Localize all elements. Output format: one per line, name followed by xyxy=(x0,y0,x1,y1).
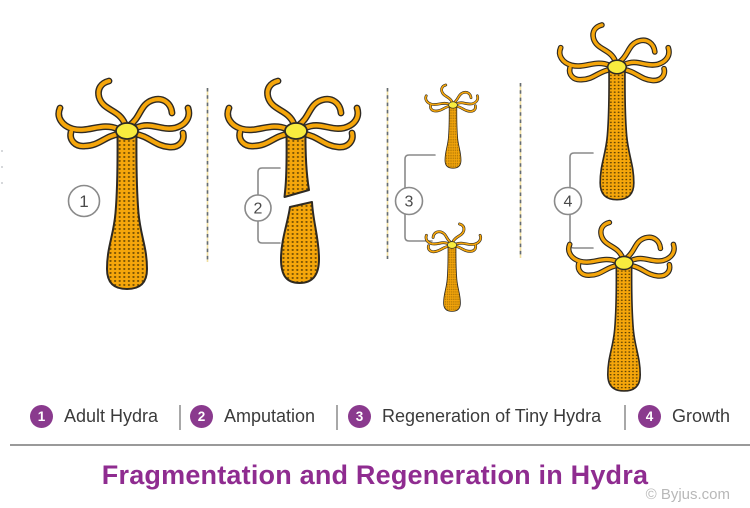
legend-item-amputation: 2 Amputation xyxy=(190,405,315,428)
legend-item-regeneration: 3 Regeneration of Tiny Hydra xyxy=(348,405,601,428)
adult-hydra-illustration xyxy=(59,81,189,289)
horizontal-rule xyxy=(10,444,750,446)
tiny-hydra-bottom xyxy=(426,224,481,311)
amputated-hydra-bottom xyxy=(280,201,320,284)
stage-marker-2: 2 xyxy=(244,194,272,222)
stage-marker-3: 3 xyxy=(394,186,424,216)
stage-3-badge-icon: 3 xyxy=(348,405,371,428)
stage-marker-number: 3 xyxy=(405,194,414,211)
legend-divider xyxy=(624,405,626,430)
stage-marker-number: 1 xyxy=(79,192,88,211)
byjus-watermark: © Byjus.com xyxy=(645,486,730,503)
legend-label: Growth xyxy=(672,406,731,426)
stage-marker-number: 2 xyxy=(254,201,263,218)
stage-2-badge-icon: 2 xyxy=(190,405,213,428)
legend-divider xyxy=(179,405,181,430)
legend-label: Regeneration of Tiny Hydra xyxy=(382,406,602,426)
legend-item-adult-hydra: 1 Adult Hydra xyxy=(30,405,158,428)
stage-marker-number: 4 xyxy=(564,194,573,211)
legend-divider xyxy=(336,405,338,430)
legend-label: Amputation xyxy=(224,406,316,426)
page-title: Fragmentation and Regeneration in Hydra xyxy=(101,460,649,490)
legend-item-growth: 4 Growth xyxy=(638,405,730,428)
grown-hydra-top xyxy=(560,25,669,200)
hydra-diagram: 1 2 3 4 xyxy=(1,0,750,400)
stage-1-badge-icon: 1 xyxy=(30,405,53,428)
stage-marker-1: 1 xyxy=(67,184,101,218)
stage-4-badge-icon: 4 xyxy=(638,405,661,428)
legend-label: Adult Hydra xyxy=(64,406,159,426)
stage-marker-4: 4 xyxy=(553,186,583,216)
amputated-hydra-top xyxy=(228,81,358,197)
